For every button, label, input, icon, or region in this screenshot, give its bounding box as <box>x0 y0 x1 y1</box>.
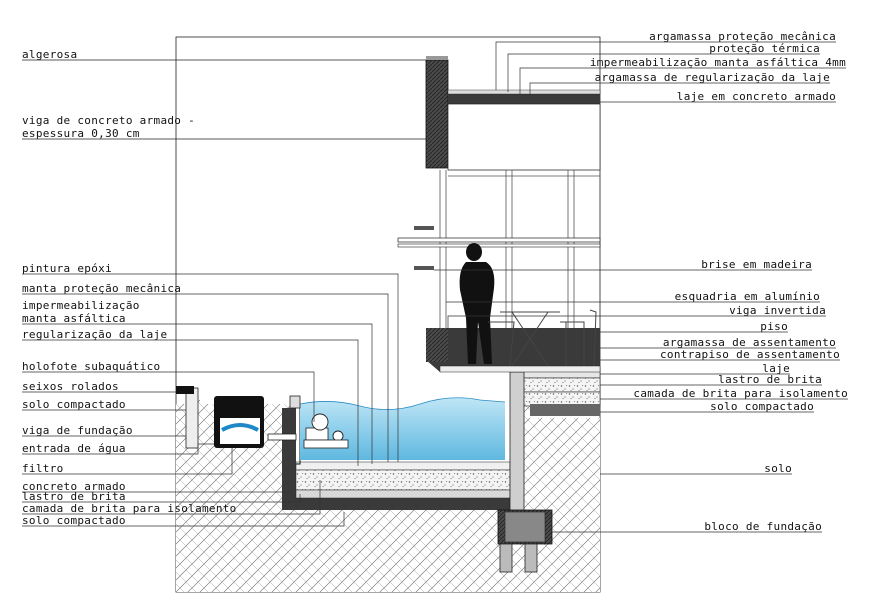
right-labels: argamassa proteção mecânica proteção tér… <box>434 30 848 533</box>
label-camada-brita-right: camada de brita para isolamento <box>633 387 848 400</box>
label-argamassa-assentamento: argamassa de assentamento <box>663 336 836 349</box>
label-entrada-agua: entrada de água <box>22 442 126 455</box>
label-argamassa-regularizacao: argamassa de regularização da laje <box>595 71 830 84</box>
label-lastro-brita-right: lastro de brita <box>718 373 822 386</box>
gravel-right-layer <box>519 391 601 407</box>
pile-left <box>499 543 513 573</box>
label-impermeabilizacao-manta: impermeabilização manta asfáltica 4mm <box>590 56 846 69</box>
label-laje: laje <box>762 362 790 375</box>
label-lastro-brita-left: lastro de brita <box>22 490 126 503</box>
label-viga-concreto-2: espessura 0,30 cm <box>22 127 140 140</box>
pool-water <box>300 397 505 460</box>
label-holofote: holofote subaquático <box>22 360 160 373</box>
label-esquadria: esquadria em alumínio <box>675 290 820 303</box>
camada-brita-right-layer <box>519 377 601 393</box>
label-pintura-epoxi: pintura epóxi <box>22 262 112 275</box>
label-viga-invertida: viga invertida <box>729 304 826 317</box>
pool-gravel-layer <box>295 469 511 491</box>
label-viga-fundacao: viga de fundação <box>22 424 133 437</box>
label-filtro: filtro <box>22 462 64 475</box>
furniture <box>488 309 597 367</box>
solo-compactado-right-layer <box>530 404 600 416</box>
roof-slab <box>448 94 600 104</box>
pool-regularization-layer <box>295 461 511 471</box>
label-algerosa: algerosa <box>22 48 77 61</box>
label-solo-compactado-right: solo compactado <box>710 400 814 413</box>
label-seixos: seixos rolados <box>22 380 119 393</box>
column <box>509 371 525 513</box>
label-argamassa-protecao: argamassa proteção mecânica <box>649 30 836 43</box>
label-solo: solo <box>764 462 792 475</box>
label-solo-compactado-left: solo compactado <box>22 398 126 411</box>
label-bloco-fundacao: bloco de fundação <box>704 520 822 533</box>
water-inlet-pipe <box>267 433 297 441</box>
label-concreto-armado: concreto armado <box>22 480 126 493</box>
label-brise: brise em madeira <box>701 258 812 271</box>
label-solo-compactado-left-2: solo compactado <box>22 514 126 527</box>
pile-right <box>524 543 538 573</box>
underwater-light <box>303 413 349 449</box>
label-viga-concreto-1: viga de concreto armado - <box>22 114 195 127</box>
label-impermeabilizacao-2: manta asfáltica <box>22 312 126 325</box>
label-laje-concreto: laje em concreto armado <box>677 90 836 103</box>
person-silhouette <box>459 243 495 364</box>
label-regularizacao: regularização da laje <box>22 328 167 341</box>
brise <box>397 226 601 270</box>
label-protecao-termica: proteção térmica <box>709 42 820 55</box>
left-labels: algerosa viga de concreto armado - espes… <box>22 48 426 527</box>
label-contrapiso: contrapiso de assentamento <box>660 348 840 361</box>
label-camada-brita-left: camada de brita para isolamento <box>22 502 237 515</box>
label-manta-protecao: manta proteção mecânica <box>22 282 181 295</box>
label-piso: piso <box>760 320 788 333</box>
foundation-beam <box>185 387 199 449</box>
label-impermeabilizacao-1: impermeabilização <box>22 299 140 312</box>
pool-lastro-layer <box>295 489 511 499</box>
concrete-beam <box>425 59 449 169</box>
inverted-beam <box>426 328 448 362</box>
